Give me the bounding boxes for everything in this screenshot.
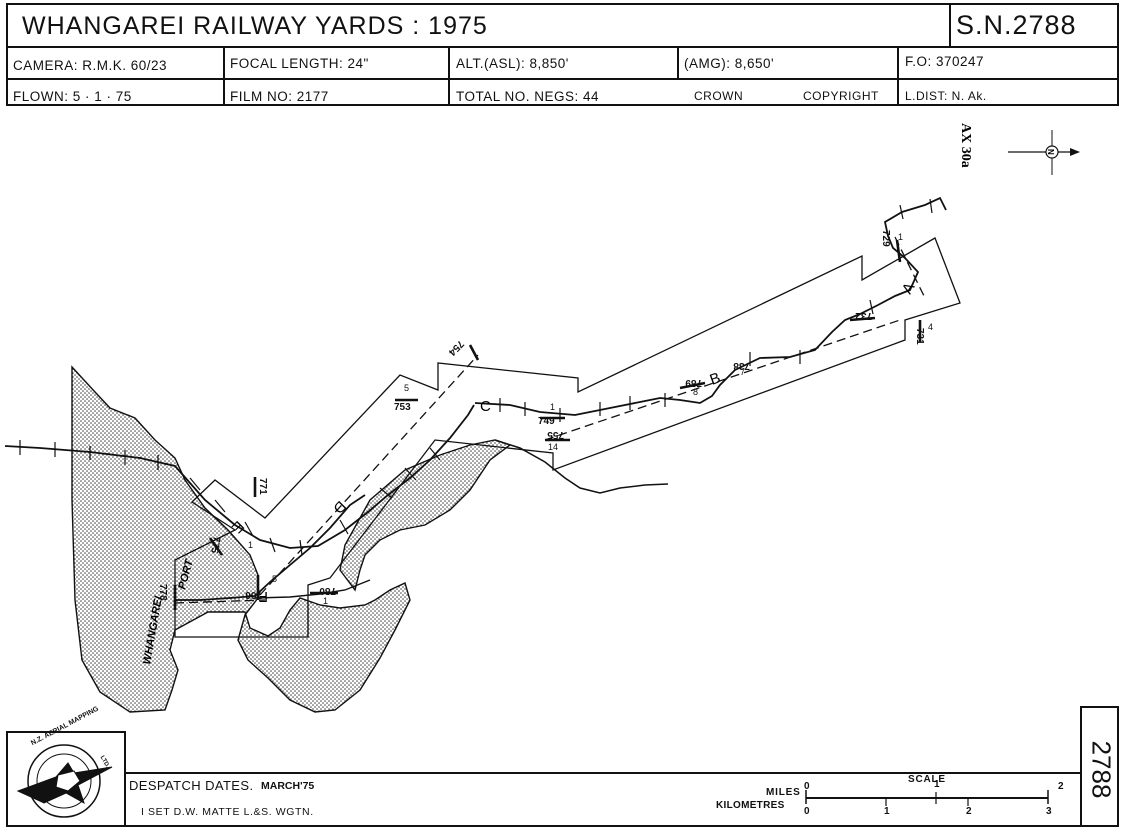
photo-label: 766 [245, 589, 262, 600]
photo-sub-number: 5 [404, 383, 409, 393]
photo-label: 755 [547, 429, 564, 440]
scale-km-tick: 2 [966, 806, 972, 817]
total-negatives: TOTAL NO. NEGS: 44 [456, 89, 600, 104]
svg-text:N: N [1046, 149, 1055, 155]
photo-sub-number: 5 [272, 574, 277, 584]
film-number: FILM NO: 2177 [230, 89, 329, 104]
flight-run-line [174, 599, 266, 604]
railway-line [4, 404, 475, 549]
shaded-area-east [339, 439, 512, 592]
header-divider [8, 46, 1117, 48]
footer-info-box: DESPATCH DATES. MARCH'75 I SET D.W. MATT… [124, 772, 1082, 827]
railway-ticks [19, 198, 933, 556]
scale-label: SCALE [908, 774, 946, 785]
kilometres-label: KILOMETRES [716, 800, 785, 811]
side-number-box: 2788 [1080, 706, 1119, 827]
scale-km-tick: 1 [884, 806, 890, 817]
photo-label: 754 [446, 338, 466, 358]
run-label-b: B [708, 369, 723, 388]
photo-centre-bars [173, 239, 922, 610]
north-arrow-icon: N [1008, 130, 1080, 175]
flight-run-line [259, 354, 479, 596]
focal-length: FOCAL LENGTH: 24" [230, 56, 369, 71]
photo-label: 731 [914, 328, 925, 345]
flight-order: F.O: 370247 [905, 54, 985, 69]
railway-line [474, 196, 947, 416]
flight-diagram-map: A B C D E F 729 732 731 738 789 749 755 … [4, 123, 1080, 713]
scale-miles-tick: 1 [934, 779, 940, 790]
photo-label: 732 [855, 310, 872, 321]
crown-label: CROWN [694, 89, 744, 103]
coverage-boundary [174, 237, 961, 638]
photo-sub-number: 1 [898, 232, 903, 242]
photo-sub-number: 14 [548, 442, 558, 452]
run-label-a: A [899, 280, 919, 297]
despatch-label: DESPATCH DATES. [129, 778, 254, 793]
copyright-label: COPYRIGHT [803, 89, 879, 103]
photo-label: 753 [394, 402, 411, 413]
header-divider [677, 46, 679, 79]
photo-label: 749 [538, 416, 555, 427]
header-divider [897, 46, 899, 104]
photo-sub-number: 7 [740, 367, 745, 377]
run-label-f: F [259, 588, 268, 605]
map-title: WHANGAREI RAILWAY YARDS : 1975 [22, 12, 488, 40]
photo-label: 775 [208, 535, 222, 554]
photo-label: 778 [157, 584, 168, 601]
photo-label: 738 [733, 360, 750, 371]
header-table: WHANGAREI RAILWAY YARDS : 1975 S.N.2788 … [6, 3, 1119, 106]
camera-info: CAMERA: R.M.K. 60/23 [13, 58, 168, 73]
photo-sub-number: 1 [248, 540, 253, 550]
photo-sub-number: 4 [928, 322, 933, 332]
scale-km-tick: 0 [804, 806, 810, 817]
side-sheet-number: 2788 [1086, 740, 1117, 799]
photo-sub-number: 1 [323, 596, 328, 606]
set-info: I SET D.W. MATTE L.&S. WGTN. [141, 806, 314, 818]
aerial-mapping-logo-icon [16, 744, 113, 818]
photo-label: 729 [880, 230, 891, 247]
photo-sub-number: 8 [693, 387, 698, 397]
shaded-area-west [71, 365, 411, 713]
altitude-asl: ALT.(ASL): 8,850' [456, 56, 569, 71]
run-label-c: C [480, 398, 491, 415]
land-district: L.DIST: N. Ak. [905, 89, 987, 103]
flight-run-line [544, 319, 901, 441]
photo-label: 780 [319, 585, 336, 596]
scale-miles-tick: 0 [804, 781, 810, 792]
miles-label: MILES [766, 787, 801, 798]
coastline [494, 439, 669, 494]
photo-label: 789 [685, 377, 702, 388]
header-divider [448, 46, 450, 104]
scale-km-tick: 3 [1046, 806, 1052, 817]
header-divider [8, 78, 1117, 80]
scale-bar [805, 790, 1049, 806]
photo-sub-number: 1 [550, 402, 555, 412]
logo-box: N.Z. AERIAL MAPPING LTD. [6, 706, 126, 827]
series-label: AX 30a [958, 123, 973, 168]
scale-miles-tick: 2 [1058, 781, 1064, 792]
flight-run-line [894, 236, 926, 299]
header-divider [223, 46, 225, 104]
photo-label: 771 [257, 478, 268, 495]
altitude-amg: (AMG): 8,650' [684, 56, 775, 71]
flown-date: FLOWN: 5 · 1 · 75 [13, 89, 132, 104]
despatch-date: MARCH'75 [261, 780, 315, 792]
header-divider [949, 5, 951, 46]
sheet-number: S.N.2788 [956, 10, 1077, 40]
